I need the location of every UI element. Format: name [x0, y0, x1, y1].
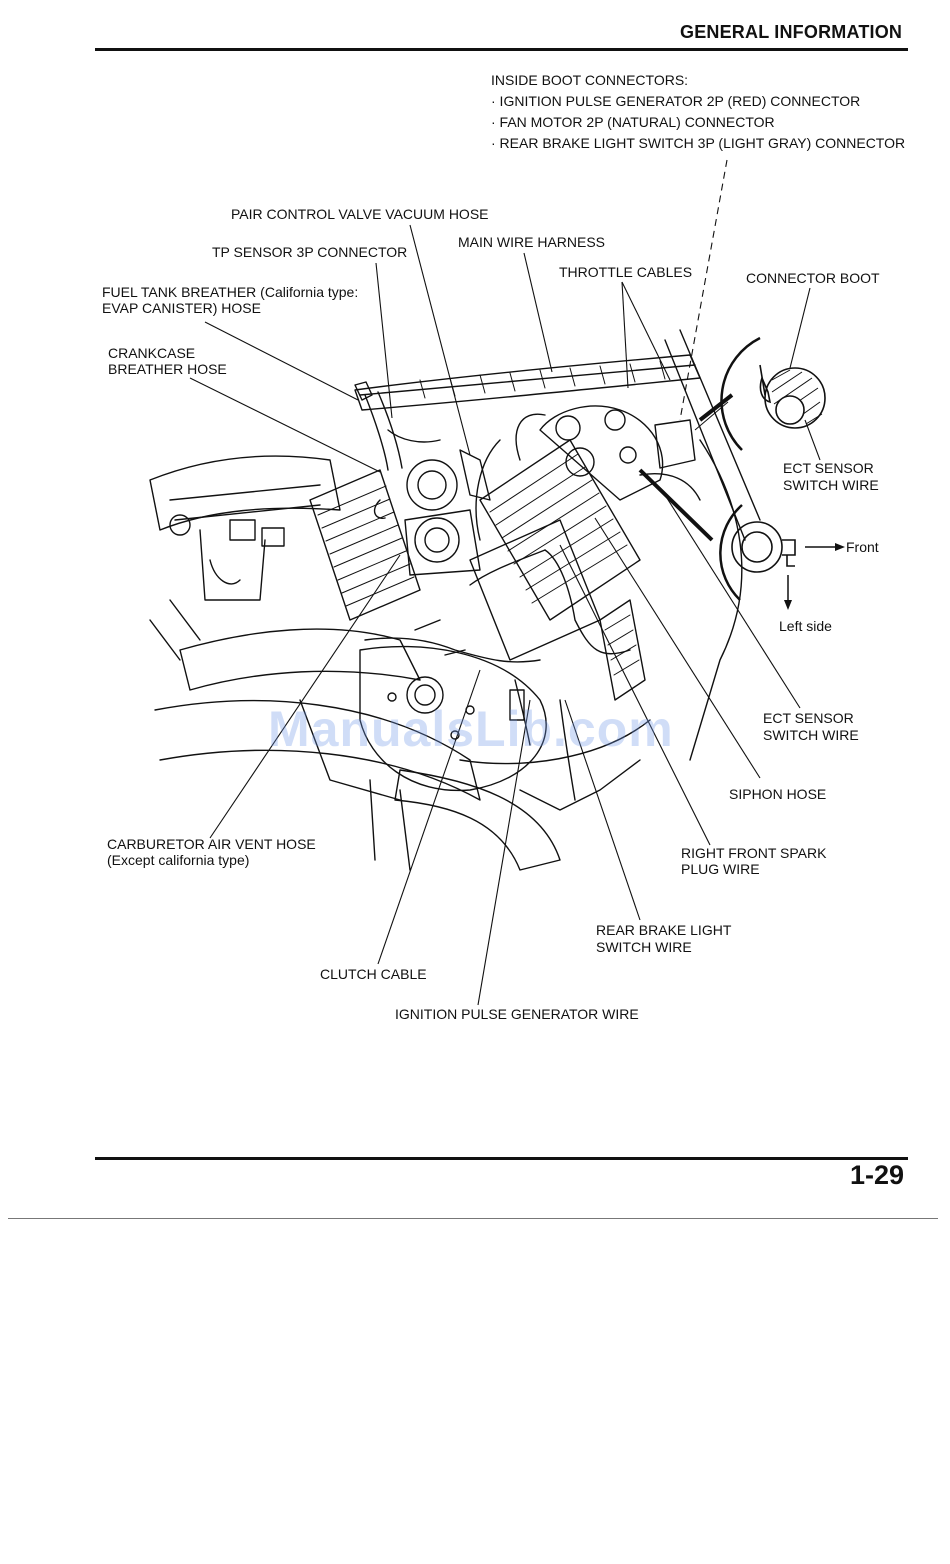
page-header-title: GENERAL INFORMATION — [680, 22, 903, 42]
page-number: 1-29 — [850, 1160, 905, 1190]
label-ect-sensor-switch-wire-top: ECT SENSOR — [783, 460, 874, 476]
label-clutch-cable: CLUTCH CABLE — [320, 966, 427, 982]
label-tp-sensor-connector: TP SENSOR 3P CONNECTOR — [212, 244, 408, 260]
label-connector-boot: CONNECTOR BOOT — [746, 270, 880, 286]
label-front: Front — [846, 539, 879, 555]
label-ect-sensor-switch-wire-bottom-2: SWITCH WIRE — [763, 727, 859, 743]
label-rear-brake-light-switch-wire: REAR BRAKE LIGHT — [596, 922, 732, 938]
label-crankcase-breather-hose-2: BREATHER HOSE — [108, 361, 227, 377]
rear-cylinder-drawing — [309, 469, 421, 621]
inside-boot-item: · IGNITION PULSE GENERATOR 2P (RED) CONN… — [491, 93, 861, 109]
footer-rule — [95, 1157, 908, 1160]
inside-boot-item: · FAN MOTOR 2P (NATURAL) CONNECTOR — [491, 114, 775, 130]
label-throttle-cables: THROTTLE CABLES — [559, 264, 693, 280]
label-ect-sensor-switch-wire-top-2: SWITCH WIRE — [783, 477, 879, 493]
label-left-side: Left side — [779, 618, 832, 634]
label-pair-control-valve-vacuum-hose: PAIR CONTROL VALVE VACUUM HOSE — [231, 206, 489, 222]
label-right-front-spark-plug-wire-2: PLUG WIRE — [681, 861, 760, 877]
label-fuel-tank-breather: FUEL TANK BREATHER (California type: — [102, 284, 359, 300]
label-ignition-pulse-generator-wire: IGNITION PULSE GENERATOR WIRE — [395, 1006, 639, 1022]
front-arrow-icon — [835, 543, 845, 551]
crankcase-drawing — [359, 645, 547, 792]
carburetor-drawing — [404, 449, 491, 576]
watermark: ManualsLib.com — [268, 701, 674, 757]
ect-switch-detail — [719, 504, 796, 601]
inside-boot-item: · REAR BRAKE LIGHT SWITCH 3P (LIGHT GRAY… — [491, 135, 906, 151]
exhaust-pipe-drawing — [179, 628, 421, 691]
label-crankcase-breather-hose: CRANKCASE — [108, 345, 196, 361]
label-fuel-tank-breather-2: EVAP CANISTER) HOSE — [102, 300, 261, 316]
connector-boot-detail — [720, 336, 826, 451]
main-wire-harness-drawing — [354, 354, 701, 411]
leader-lines — [189, 159, 821, 1006]
label-carburetor-air-vent-hose-2: (Except california type) — [107, 852, 250, 868]
label-carburetor-air-vent-hose: CARBURETOR AIR VENT HOSE — [107, 836, 316, 852]
label-siphon-hose: SIPHON HOSE — [729, 786, 827, 802]
header-rule — [95, 48, 908, 51]
label-ect-sensor-switch-wire-bottom: ECT SENSOR — [763, 710, 854, 726]
front-cylinder-drawing — [469, 439, 641, 661]
label-main-wire-harness: MAIN WIRE HARNESS — [458, 234, 606, 250]
left-side-arrow-icon — [784, 600, 792, 610]
inside-boot-title: INSIDE BOOT CONNECTORS: — [491, 72, 689, 88]
page-edge-line — [8, 1218, 938, 1219]
label-right-front-spark-plug-wire: RIGHT FRONT SPARK — [681, 845, 827, 861]
label-rear-brake-light-switch-wire-2: SWITCH WIRE — [596, 939, 692, 955]
